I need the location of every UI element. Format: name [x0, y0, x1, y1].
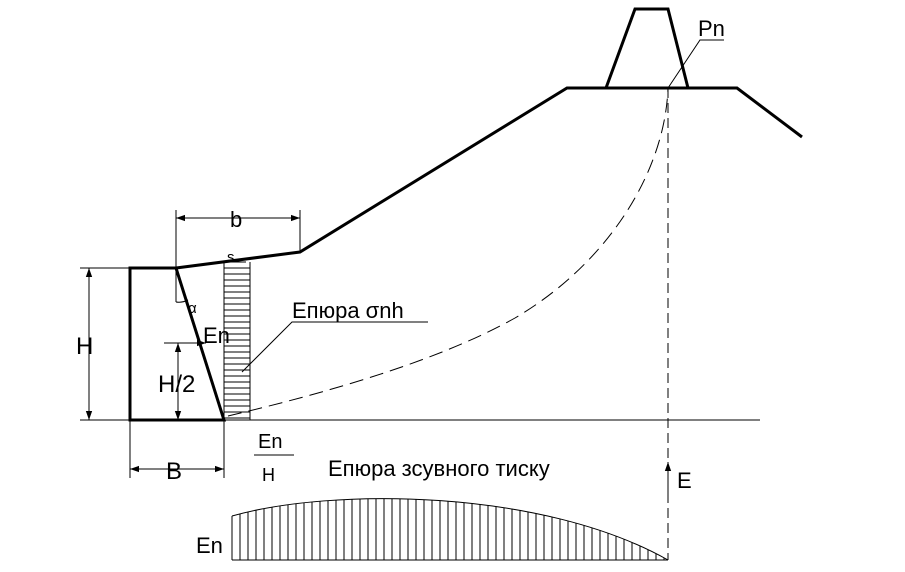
label-epura-shear: Епюра зсувного тиску: [328, 456, 550, 481]
slope-profile: [175, 86, 803, 270]
label-en-bottom: En: [196, 533, 223, 558]
label-h: H: [76, 333, 93, 360]
slip-curve: [227, 87, 669, 417]
label-b: b: [230, 207, 242, 232]
pn-leader: [667, 39, 724, 89]
epura-sigma-leader: [241, 321, 428, 373]
load-trapezoid: [604, 7, 690, 89]
label-e-axis: E: [677, 468, 692, 493]
shear-epure: [231, 498, 669, 561]
label-s: s: [227, 249, 235, 266]
label-fraction-num: En: [258, 431, 282, 453]
alpha-arc: [175, 299, 189, 303]
label-pn: Pn: [698, 16, 725, 41]
label-epura-sigma: Епюра σnh: [292, 298, 404, 323]
label-h-half: H/2: [158, 371, 195, 398]
label-en-arrow: En: [203, 323, 230, 348]
label-alpha: α: [188, 300, 197, 317]
label-fraction-den: H: [262, 465, 275, 485]
label-b-width: B: [166, 458, 182, 485]
stress-epure: [223, 262, 251, 420]
